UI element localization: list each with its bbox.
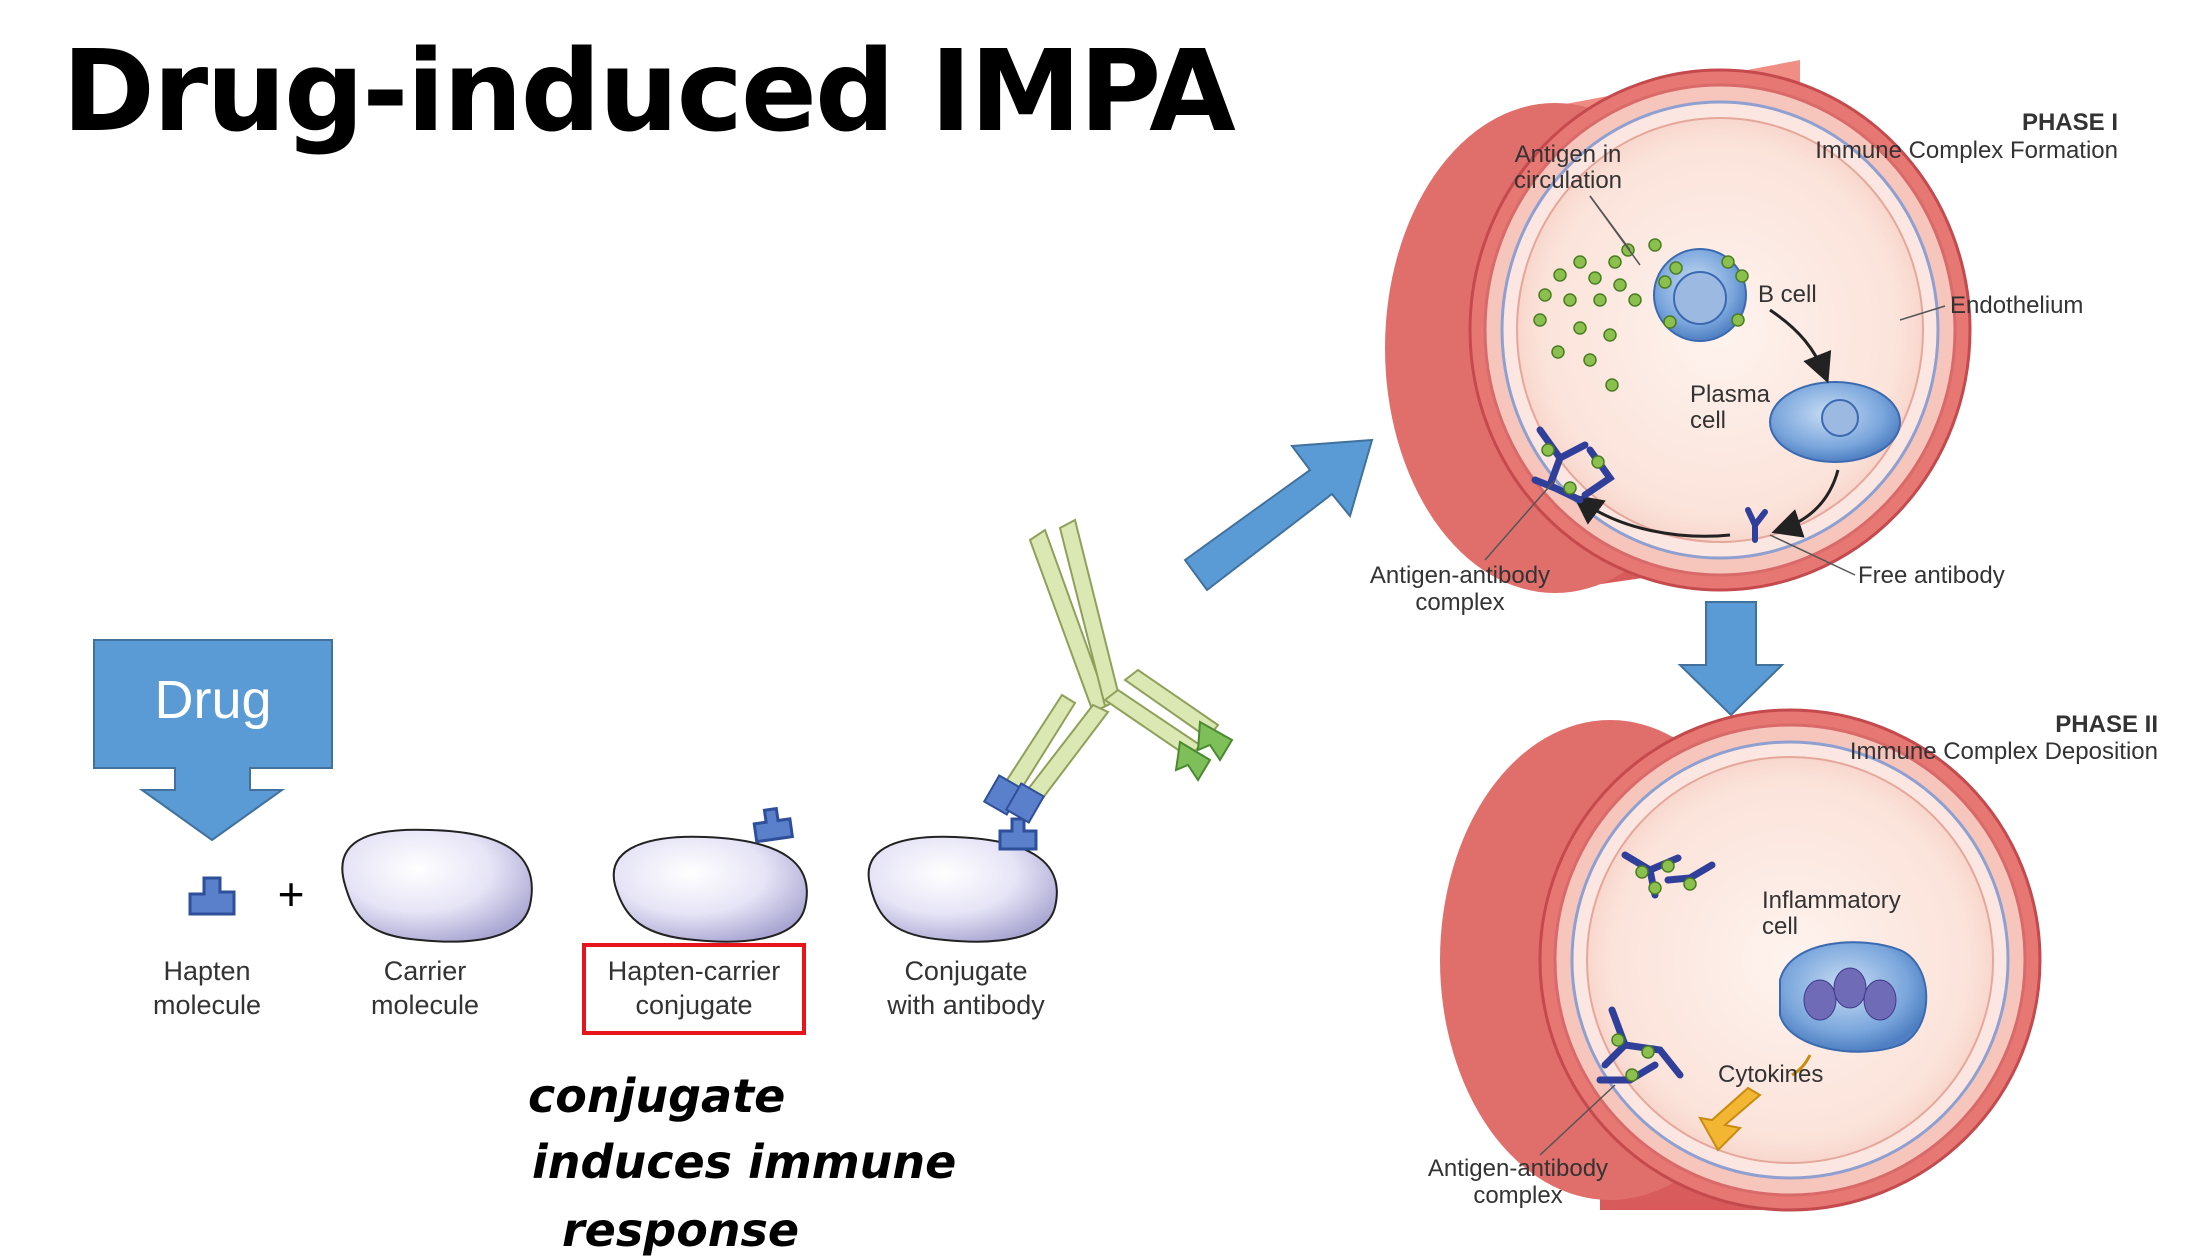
plasma-label-2: cell	[1690, 407, 1726, 434]
complex2-label-1: Antigen-antibody	[1428, 1155, 1608, 1182]
hapten-label-1: Hapten	[163, 956, 250, 986]
arrow-antibody-to-complex	[1572, 494, 1731, 538]
carrier-label-1: Carrier	[384, 956, 467, 986]
antibody-icon	[982, 518, 1234, 824]
diagonal-arrow	[1183, 438, 1374, 592]
carrier-label-2: molecule	[371, 990, 479, 1020]
arrow-plasma-to-antibody	[1771, 469, 1840, 538]
page-title: Drug-induced IMPA	[62, 27, 1236, 157]
cytokine-line	[1791, 1054, 1812, 1077]
drug-label: Drug	[154, 670, 271, 730]
hapten-label-2: molecule	[153, 990, 261, 1020]
handwritten-note: conjugate induces immune response	[528, 1069, 956, 1257]
plasma-label-1: Plasma	[1690, 381, 1771, 408]
inflammatory-label-2: cell	[1762, 913, 1798, 940]
b-cell-label: B cell	[1758, 281, 1817, 308]
complex2-label-2: complex	[1473, 1182, 1562, 1209]
inflammatory-label-1: Inflammatory	[1762, 887, 1901, 914]
inflammatory-cell	[1779, 941, 1928, 1053]
antigen-dots	[1533, 238, 1662, 392]
plasma-cell	[1769, 381, 1901, 463]
phase2-vessel	[1440, 708, 2042, 1212]
cytokine-arrow	[1698, 1086, 1762, 1152]
antigen-label-1: Antigen in	[1515, 141, 1622, 168]
carrier-molecule	[341, 828, 533, 943]
free-antibody-label: Free antibody	[1858, 562, 2005, 589]
free-antibody-icon	[1745, 507, 1768, 543]
phase1-leader-lines	[1484, 195, 1946, 576]
conjugate-hapten-icon	[752, 806, 795, 844]
antigen-label-2: circulation	[1514, 167, 1622, 194]
cytokines-label: Cytokines	[1718, 1061, 1823, 1088]
conjugate-label-2: conjugate	[635, 990, 752, 1020]
complex1-label-2: complex	[1415, 589, 1504, 616]
hapten-molecule-icon	[188, 876, 236, 916]
phase1-title: PHASE I	[2022, 109, 2118, 136]
highlight-box	[582, 943, 806, 1035]
note-line-3: response	[562, 1203, 799, 1257]
arrow-bcell-to-plasma	[1769, 308, 1832, 384]
endothelium-label: Endothelium	[1950, 292, 2083, 319]
phase2-name: Immune Complex Deposition	[1850, 738, 2158, 765]
hapten-carrier-conjugate	[612, 835, 808, 943]
plus-sign: +	[278, 868, 305, 920]
antibody-label-1: Conjugate	[904, 956, 1027, 986]
antibody-label-2: with antibody	[886, 990, 1045, 1020]
b-cell	[1653, 248, 1749, 342]
note-line-2: induces immune	[532, 1135, 956, 1189]
conjugate-with-antibody	[867, 835, 1058, 943]
down-arrow	[1677, 601, 1785, 717]
phase2-title: PHASE II	[2055, 711, 2158, 738]
phase1-name: Immune Complex Formation	[1815, 137, 2118, 164]
bound-hapten-icon	[998, 817, 1038, 851]
conjugate-label-1: Hapten-carrier	[608, 956, 781, 986]
drug-callout: Drug	[93, 639, 333, 842]
phase2-leader-line	[1539, 1084, 1616, 1156]
note-line-1: conjugate	[528, 1069, 785, 1123]
complex1-label-1: Antigen-antibody	[1370, 562, 1550, 589]
